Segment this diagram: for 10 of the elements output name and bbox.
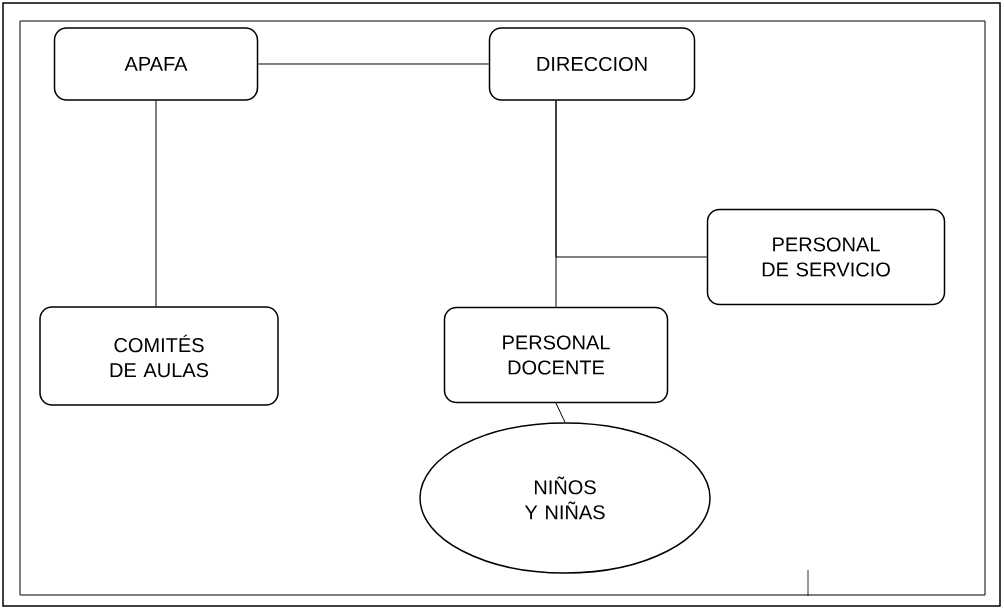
connector-line — [257, 63, 490, 65]
rounded-box: PERSONAL DOCENTE — [443, 306, 669, 404]
connector-line — [155, 100, 157, 307]
ellipse-node: NIÑOS Y NIÑAS — [419, 422, 711, 574]
rounded-box: PERSONAL DE SERVICIO — [706, 208, 946, 306]
rounded-box: DIRECCION — [488, 27, 696, 101]
connector-line — [555, 100, 557, 308]
rounded-box: COMITÉS DE AULAS — [39, 306, 279, 406]
rounded-box: APAFA — [53, 27, 259, 101]
connector-line — [555, 402, 566, 423]
